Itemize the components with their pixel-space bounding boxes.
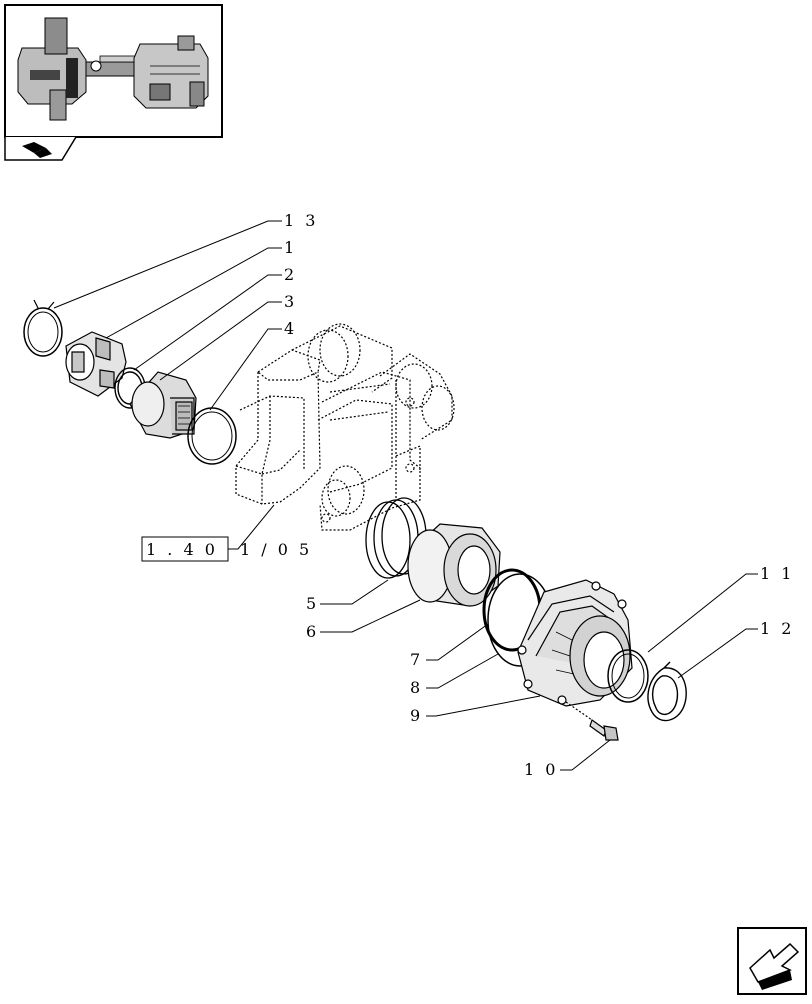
thumbnail[interactable] bbox=[4, 4, 223, 138]
reference-label[interactable]: 1 . 4 0 1 / 0 5 bbox=[141, 536, 312, 562]
callout-11: 1 1 bbox=[760, 564, 794, 583]
callout-7: 7 bbox=[410, 650, 423, 669]
next-page-arrow-icon bbox=[749, 942, 800, 990]
axle-housing-outline bbox=[235, 323, 455, 531]
callout-10: 1 0 bbox=[524, 760, 558, 779]
part-9-cover bbox=[517, 579, 633, 707]
callout-5: 5 bbox=[306, 594, 319, 613]
callout-12: 1 2 bbox=[760, 619, 794, 638]
callout-2: 2 bbox=[284, 265, 297, 284]
part-1-coupling bbox=[65, 331, 127, 397]
parts-book-icon bbox=[22, 142, 52, 158]
part-3-splined-hub bbox=[129, 371, 197, 439]
callout-13: 1 3 bbox=[284, 211, 318, 230]
callout-6: 6 bbox=[306, 622, 319, 641]
part-4-o-ring bbox=[187, 407, 237, 465]
axle-assembly-thumbnail-icon bbox=[17, 17, 209, 121]
reference-tail-text: 1 / 0 5 bbox=[240, 540, 312, 559]
part-12-circlip bbox=[647, 661, 687, 722]
part-11-o-ring bbox=[607, 649, 649, 703]
callout-1: 1 bbox=[284, 238, 297, 257]
callout-8: 8 bbox=[410, 678, 423, 697]
part-13-retaining-ring bbox=[23, 299, 63, 357]
reference-box-text: 1 . 4 0 bbox=[146, 540, 218, 559]
callout-9: 9 bbox=[410, 706, 423, 725]
callout-labels: 1 3 1 2 3 4 5 6 7 8 9 1 0 1 1 1 2 bbox=[284, 211, 794, 779]
section-tab[interactable] bbox=[4, 136, 77, 161]
part-6-bearing bbox=[407, 523, 501, 607]
part-10-bolt bbox=[565, 701, 619, 741]
leader-lines bbox=[53, 220, 758, 771]
callout-3: 3 bbox=[284, 292, 297, 311]
next-page-button[interactable] bbox=[737, 927, 807, 995]
callout-4: 4 bbox=[284, 319, 297, 338]
